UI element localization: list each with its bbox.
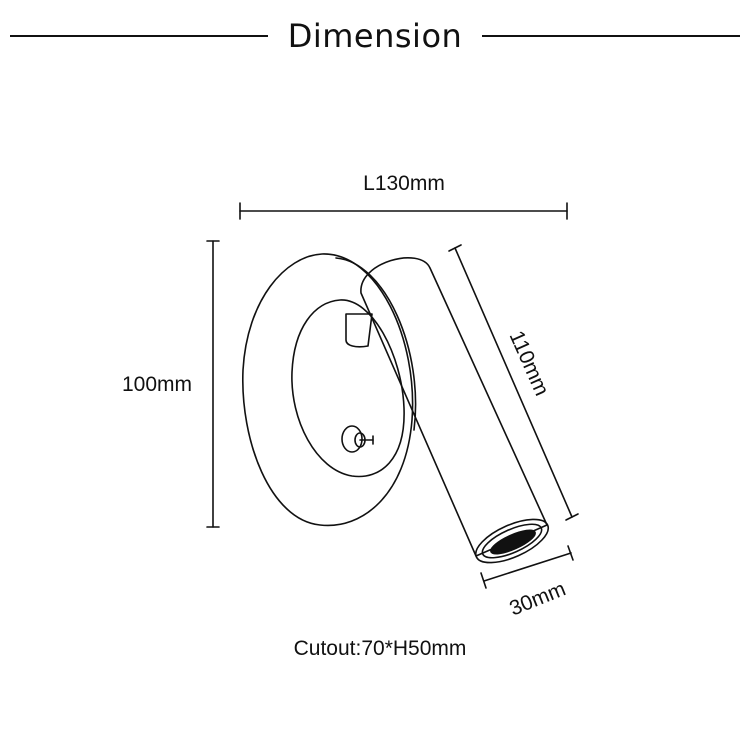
arm-length-label: 110mm xyxy=(505,327,554,399)
arm-length-dimension-line xyxy=(448,244,579,521)
pivot-stub xyxy=(345,313,373,348)
title-divider-left xyxy=(10,35,268,37)
title-row: Dimension xyxy=(0,12,750,60)
width-label: L130mm xyxy=(363,172,445,195)
head-diameter-dimension-line xyxy=(480,545,574,589)
lamp-arm-body xyxy=(360,257,548,557)
width-dimension-line xyxy=(239,202,568,220)
height-dimension-line xyxy=(206,240,220,528)
lamp-head-lens xyxy=(474,518,550,564)
switch-knob xyxy=(341,425,374,453)
base-plate-recess xyxy=(291,299,405,478)
height-label: 100mm xyxy=(122,373,192,396)
cutout-caption: Cutout:70*H50mm xyxy=(293,637,467,660)
page-title: Dimension xyxy=(287,17,463,55)
head-diameter-label: 30mm xyxy=(506,577,569,620)
title-divider-right xyxy=(482,35,740,37)
base-plate-edge xyxy=(335,257,417,431)
base-plate-rim xyxy=(242,253,414,527)
